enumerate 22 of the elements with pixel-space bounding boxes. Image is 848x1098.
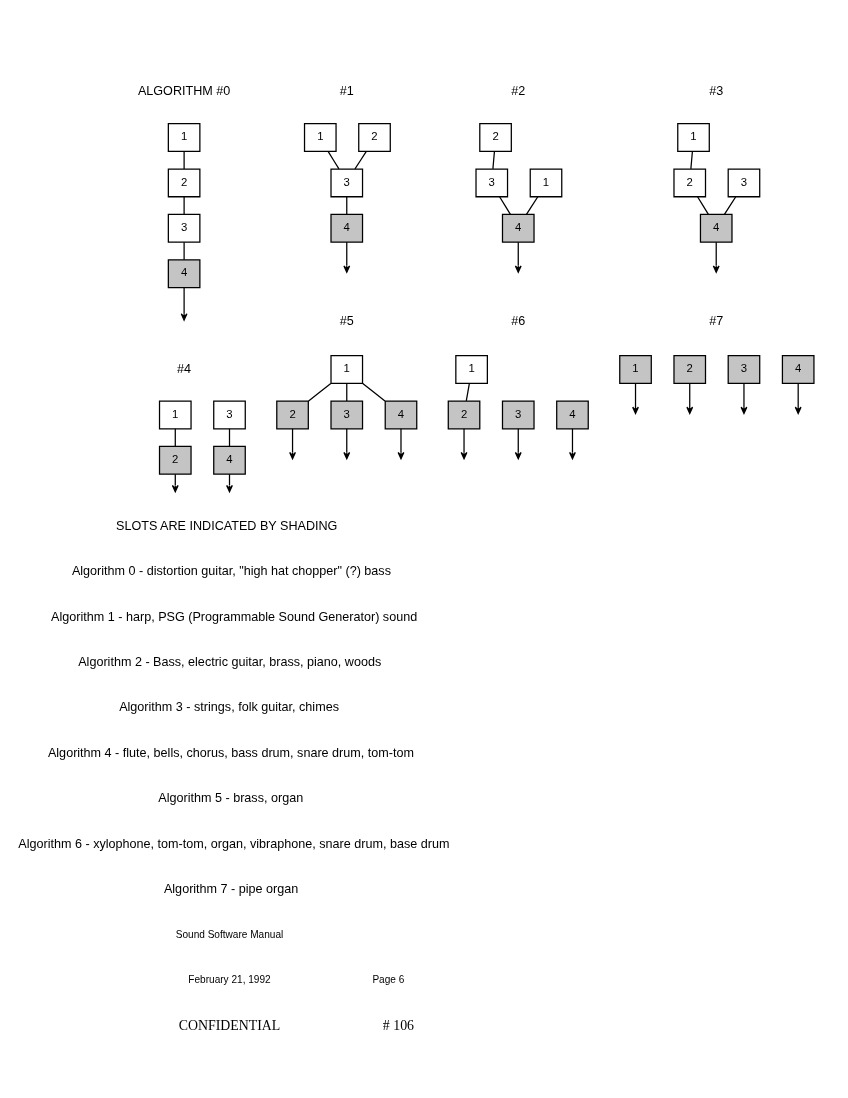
label: Sound Software Manual [175,928,284,940]
label: #3 [709,84,724,99]
label: # 106 [382,1017,415,1033]
label: #7 [709,313,724,328]
label: Algorithm 5 - brass, organ [158,791,304,806]
label: Page 6 [372,974,405,986]
label: Algorithm 2 - Bass, electric guitar, brass, piano, woods [78,655,382,670]
label: February 21, 1992 [188,974,271,986]
label: SLOTS ARE INDICATED BY SHADING [116,518,338,533]
label: #4 [177,361,192,376]
label: Algorithm 4 - flute, bells, chorus, bass drum, snare drum, tom-tom [47,745,414,760]
label: #6 [511,313,526,328]
label: #1 [339,84,354,99]
label: Algorithm 1 - harp, PSG (Programmable Sound Generator) sound [51,609,418,624]
label: #2 [511,84,526,99]
label: CONFIDENTIAL [178,1017,281,1033]
label: #5 [339,313,354,328]
label: Algorithm 6 - xylophone, tom-tom, organ, vibraphone, snare drum, base drum [18,836,450,851]
label: Algorithm 0 - distortion guitar, "high hat chopper" (?) bass [71,564,391,579]
label: Algorithm 3 - strings, folk guitar, chimes [119,700,339,715]
label: ALGORITHM #0 [137,84,231,99]
label: Algorithm 7 - pipe organ [163,882,299,897]
